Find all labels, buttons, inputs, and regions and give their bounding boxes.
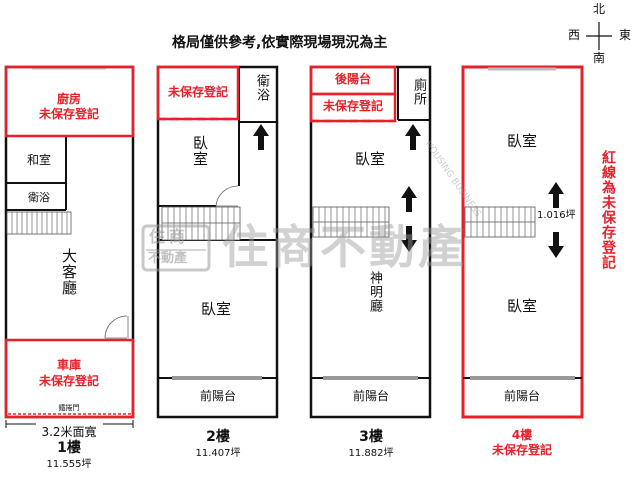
floor1-plan xyxy=(4,65,135,419)
compass-east-label: 東 xyxy=(619,28,632,42)
floor1-floor-label: 1樓 xyxy=(57,440,81,456)
floor1-frontage-label: 3.2米面寬 xyxy=(41,425,97,439)
floor1-japanese-room-label: 和室 xyxy=(26,153,52,167)
floor1-living-room-label: 大客廳 xyxy=(60,248,78,296)
floor2-bathroom-label: 衛浴 xyxy=(254,74,269,102)
floor3-floor-label: 3樓 xyxy=(359,429,383,445)
compass-north-label: 北 xyxy=(593,2,606,16)
floor2-unregistered-label: 未保存登記 xyxy=(167,85,229,99)
compass-south-label: 南 xyxy=(593,51,606,65)
floor3-unregistered-label: 未保存登記 xyxy=(322,99,384,113)
floor4-front-balcony-label: 前陽台 xyxy=(503,389,541,403)
arrow-down-icon xyxy=(548,232,564,258)
floor3-toilet-label: 廁所 xyxy=(411,78,426,106)
floor3-front-balcony-label: 前陽台 xyxy=(352,389,390,403)
floor2-bedroom-main-label: 臥室 xyxy=(200,300,232,318)
red-line-legend: 紅線為未保存登記 xyxy=(600,150,616,270)
floor4-floor-label: 4樓 xyxy=(511,428,533,442)
floor3-shrine-hall-label: 神明廳 xyxy=(367,271,382,313)
floor1-garage-note: 未保存登記 xyxy=(38,374,100,388)
page-title: 格局僅供參考,依實際現場現況為主 xyxy=(172,35,388,51)
floor4-bedroom-top-label: 臥室 xyxy=(506,132,538,150)
watermark-logo-bottom: 不動產 xyxy=(148,251,188,266)
floor4-floor-note: 未保存登記 xyxy=(491,443,553,457)
compass-west-label: 西 xyxy=(568,28,581,42)
watermark-logo-top: 住商 xyxy=(149,227,190,246)
floor2-plan xyxy=(156,65,279,419)
floor3-bedroom-label: 臥室 xyxy=(354,150,386,168)
arrow-up-icon xyxy=(401,186,417,212)
watermark-text: 住商不動產 xyxy=(222,220,467,274)
floor1-kitchen-note: 未保存登記 xyxy=(38,107,100,121)
floor3-plan xyxy=(309,65,432,419)
floor4-bedroom-bottom-label: 臥室 xyxy=(506,297,538,315)
floor1-area-label: 11.555坪 xyxy=(46,459,92,470)
floor4-plan xyxy=(461,65,584,419)
floor3-rear-balcony-label: 後陽台 xyxy=(334,72,372,86)
floor1-bathroom-label: 衛浴 xyxy=(28,191,50,204)
compass-icon xyxy=(586,22,612,50)
floor1-shutter-label: 鐵捲門 xyxy=(58,404,80,412)
floor4-stair-area-label: 1.016坪 xyxy=(537,210,576,221)
arrow-up-icon xyxy=(253,124,269,150)
floor2-front-balcony-label: 前陽台 xyxy=(199,389,237,403)
arrow-down-icon xyxy=(401,226,417,252)
arrow-up-icon xyxy=(548,182,564,208)
floor1-garage-label: 車庫 xyxy=(56,358,82,372)
floor3-area-label: 11.882坪 xyxy=(348,448,394,459)
floor1-kitchen-label: 廚房 xyxy=(56,92,82,106)
frontage-dimension xyxy=(5,420,134,428)
watermark-logo xyxy=(141,224,211,272)
floor2-floor-label: 2樓 xyxy=(206,429,230,445)
arrow-up-icon xyxy=(405,124,421,150)
floor2-bedroom-top-label: 臥室 xyxy=(191,135,209,167)
floor2-area-label: 11.407坪 xyxy=(195,448,241,459)
